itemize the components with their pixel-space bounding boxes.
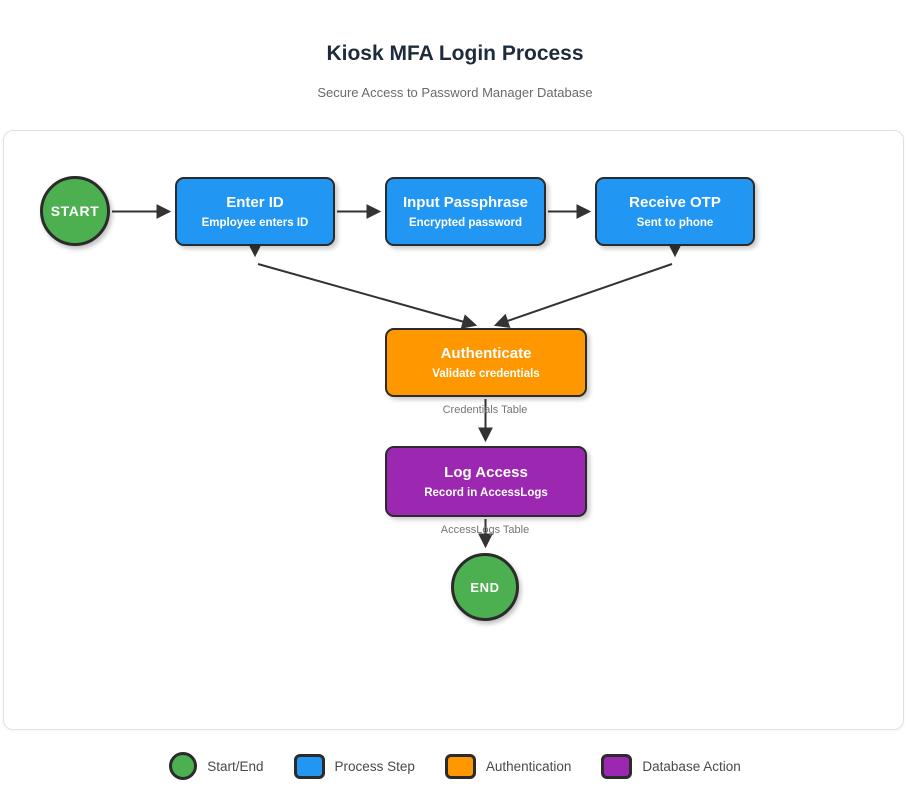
legend-start-end-swatch (169, 752, 198, 780)
node-authenticate-title: Authenticate (440, 345, 532, 362)
legend-process-step-label: Process Step (334, 758, 415, 774)
node-receive-otp-title: Receive OTP (629, 194, 721, 211)
node-end-label: END (470, 579, 500, 595)
legend-process-step-swatch (293, 753, 325, 779)
legend: Start/End Process Step Authentication Da… (0, 752, 910, 780)
node-receive-otp-subtitle: Sent to phone (636, 217, 714, 229)
legend-authentication-label: Authentication (485, 758, 572, 774)
legend-item-process-step: Process Step (293, 753, 415, 779)
node-end: END (451, 553, 519, 621)
node-start: START (40, 176, 110, 246)
node-log-access-subtitle: Record in AccessLogs (424, 487, 548, 499)
node-input-passphrase-title: Input Passphrase (402, 194, 529, 211)
node-input-passphrase-subtitle: Encrypted password (408, 217, 523, 229)
node-log-access: Log Access Record in AccessLogs (385, 446, 587, 517)
legend-start-end-label: Start/End (207, 758, 264, 774)
node-receive-otp: Receive OTP Sent to phone (595, 177, 755, 246)
page-title: Kiosk MFA Login Process (326, 42, 584, 65)
edge-label-credentials-table: Credentials Table (442, 404, 528, 416)
node-authenticate: Authenticate Validate credentials (385, 328, 587, 397)
legend-item-start-end: Start/End (169, 752, 264, 780)
node-log-access-title: Log Access (444, 464, 528, 481)
edge-label-accesslogs-table: AccessLogs Table (440, 524, 530, 536)
legend-item-authentication: Authentication (444, 753, 572, 779)
node-enter-id-subtitle: Employee enters ID (201, 217, 309, 229)
node-authenticate-subtitle: Validate credentials (432, 368, 540, 380)
legend-authentication-swatch (444, 753, 476, 779)
legend-database-action-swatch (601, 753, 633, 779)
page-subtitle: Secure Access to Password Manager Databa… (317, 85, 593, 100)
node-enter-id-title: Enter ID (226, 194, 284, 211)
legend-database-action-label: Database Action (642, 758, 741, 774)
node-input-passphrase: Input Passphrase Encrypted password (385, 177, 546, 246)
node-enter-id: Enter ID Employee enters ID (175, 177, 335, 246)
node-start-label: START (50, 203, 100, 219)
legend-item-database-action: Database Action (601, 753, 741, 779)
